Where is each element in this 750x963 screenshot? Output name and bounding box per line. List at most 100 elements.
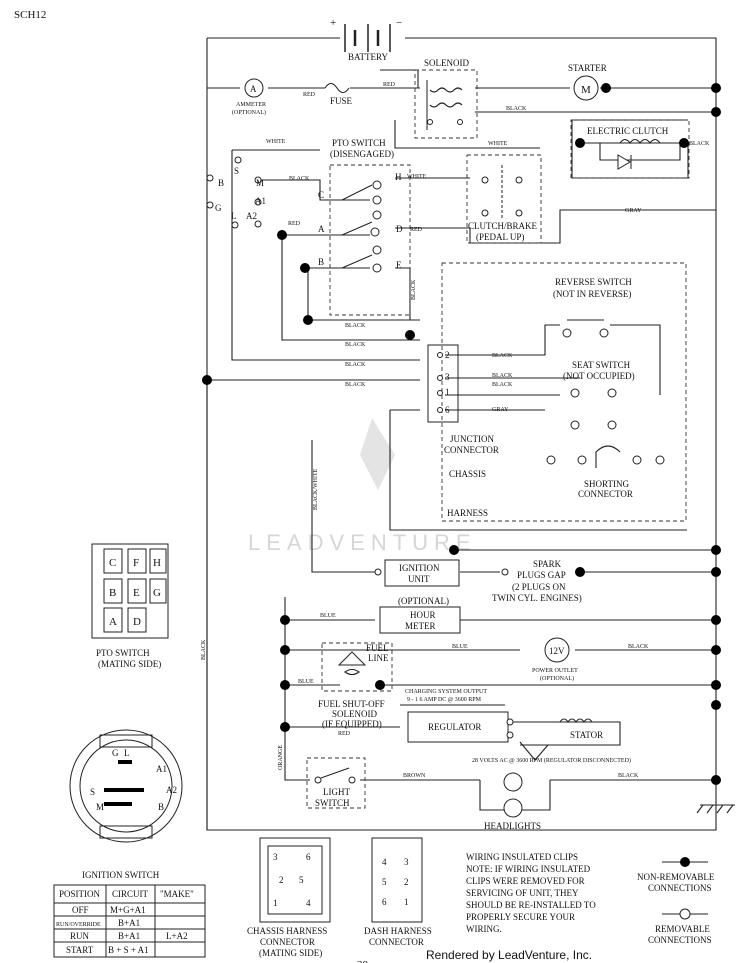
chassis-pin-6: 6	[306, 852, 311, 862]
pto-pin-h: H	[395, 172, 402, 182]
pto-switch-state: (DISENGAGED)	[330, 149, 394, 159]
hour-meter: (OPTIONAL) HOUR METER	[379, 596, 461, 634]
power-outlet-optional: (OPTIONAL)	[540, 675, 574, 682]
wire-blue-2: BLUE	[452, 644, 468, 650]
table-row-override-circ: B+A1	[118, 918, 140, 928]
clutch-brake-label: CLUTCH/BRAKE	[468, 221, 538, 231]
junction-pin-6: 6	[445, 405, 450, 415]
table-row-off-circ: M+G+A1	[110, 905, 146, 915]
legend-removable-1: REMOVABLE	[655, 924, 710, 934]
dash-pin-3: 3	[404, 857, 409, 867]
reverse-switch-label: REVERSE SWITCH	[555, 277, 632, 287]
ignition-unit-label2: UNIT	[408, 574, 430, 584]
wire-labels: RED RED BLACK WHITE BLACK WHITE WHITE BL…	[201, 82, 710, 779]
chassis-harness-label2: HARNESS	[447, 508, 488, 518]
note-line-2: NOTE: IF WIRING INSULATED	[466, 864, 591, 874]
electric-clutch-label: ELECTRIC CLUTCH	[587, 126, 669, 136]
wire-red-2: RED	[383, 82, 396, 88]
pto-conn-c: C	[109, 557, 116, 569]
wire-white-3: WHITE	[488, 141, 508, 147]
table-row-run-pos: RUN	[70, 931, 90, 941]
fuel-line-label2: LINE	[368, 653, 389, 663]
table-row-off-pos: OFF	[72, 905, 89, 915]
legend-nonremovable-2: CONNECTIONS	[648, 883, 712, 893]
reverse-switch-state: (NOT IN REVERSE)	[553, 289, 631, 299]
chassis-conn-title2: CONNECTOR	[260, 937, 315, 947]
pto-conn-subtitle: (MATING SIDE)	[98, 659, 161, 669]
pto-conn-g: G	[153, 587, 161, 599]
power-outlet-label: POWER OUTLET	[532, 668, 578, 674]
wire-gray-1: GRAY	[625, 208, 642, 214]
battery: + − BATTERY	[330, 17, 402, 62]
wire-red-1: RED	[303, 92, 316, 98]
wire-black-white: BLACK/WHITE	[313, 468, 319, 510]
seat-switch-state: (NOT OCCUPIED)	[563, 371, 635, 381]
junction-label: JUNCTION	[450, 434, 494, 444]
dash-conn-title: DASH HARNESS	[364, 926, 432, 936]
headlights: HEADLIGHTS	[484, 772, 541, 831]
wire-white-1: WHITE	[266, 139, 286, 145]
wire-gray-2: GRAY	[492, 407, 509, 413]
note-line-5: SHOULD BE RE-INSTALLED TO	[466, 900, 596, 910]
ign-pin-a1: A1	[255, 196, 266, 206]
wire-red-4: RED	[410, 227, 423, 233]
face-pin-s: S	[90, 787, 95, 797]
ign-pin-m: M	[256, 178, 264, 188]
battery-label: BATTERY	[348, 52, 389, 62]
ammeter-optional: (OPTIONAL)	[232, 109, 266, 116]
junction-pin-3: 3	[445, 372, 450, 382]
table-row-run-make: L+A2	[166, 931, 188, 941]
ign-pin-l: L	[231, 211, 237, 221]
chassis-harness-connector: 3 6 2 5 1 4 CHASSIS HARNESS CONNECTOR (M…	[247, 837, 331, 958]
fuel-line-label: FUEL	[366, 643, 389, 653]
main-wiring	[206, 37, 717, 831]
battery-plus: +	[330, 17, 336, 29]
junction-pin-1: 1	[445, 387, 450, 397]
wire-black-2: BLACK	[289, 176, 310, 182]
note-line-7: WIRING.	[466, 924, 502, 934]
ignition-unit: IGNITION UNIT	[374, 559, 509, 587]
electric-clutch: ELECTRIC CLUTCH	[570, 119, 690, 179]
wire-black-1: BLACK	[506, 106, 527, 112]
spark-line-1: SPARK	[533, 559, 562, 569]
spark-line-4: TWIN CYL. ENGINES)	[492, 593, 582, 603]
pto-mating-connector: C F H B E G A D PTO SWITCH (MATING SIDE)	[91, 543, 169, 669]
wire-black-7: BLACK	[345, 382, 366, 388]
legend-removable-2: CONNECTIONS	[648, 935, 712, 945]
regulator: CHARGING SYSTEM OUTPUT 9 - 1 6 AMP DC @ …	[405, 689, 514, 743]
face-pin-b: B	[158, 802, 164, 812]
pto-conn-title: PTO SWITCH	[96, 648, 150, 658]
wire-black-5: BLACK	[345, 342, 366, 348]
dash-pin-5: 5	[382, 877, 387, 887]
page-number: 28	[357, 959, 369, 963]
wire-black-12: BLACK	[618, 773, 639, 779]
headlights-label: HEADLIGHTS	[484, 821, 541, 831]
spark-plugs: SPARK PLUGS GAP (2 PLUGS ON TWIN CYL. EN…	[492, 559, 582, 603]
dash-pin-4: 4	[382, 857, 387, 867]
table-row-start-circ: B + S + A1	[108, 945, 149, 955]
legend: NON-REMOVABLE CONNECTIONS REMOVABLE CONN…	[637, 857, 715, 945]
pto-pin-b: B	[318, 257, 324, 267]
dash-harness-connector: 4 3 5 2 6 1 DASH HARNESS CONNECTOR	[364, 837, 432, 947]
credit-text: Rendered by LeadVenture, Inc.	[426, 948, 592, 962]
note-line-3: CLIPS WERE REMOVED FOR	[466, 876, 585, 886]
pto-conn-h: H	[153, 557, 161, 569]
seat-switch-label: SEAT SWITCH	[572, 360, 631, 370]
fuel-solenoid-line-1: FUEL SHUT-OFF	[318, 699, 385, 709]
starter-label: STARTER	[568, 63, 607, 73]
chassis-conn-title: CHASSIS HARNESS	[247, 926, 327, 936]
charging-output: CHARGING SYSTEM OUTPUT	[405, 689, 487, 695]
table-header-circuit: CIRCUIT	[112, 889, 149, 899]
junction-pin-2: 2	[445, 350, 450, 360]
wire-black-pto: BLACK	[411, 279, 417, 300]
fuse-label: FUSE	[330, 96, 353, 106]
pto-pin-c: C	[318, 190, 324, 200]
light-switch: LIGHT SWITCH	[306, 757, 366, 809]
wire-black-vertical: BLACK	[201, 639, 207, 660]
table-row-start-pos: START	[66, 945, 94, 955]
legend-nonremovable-1: NON-REMOVABLE	[637, 872, 715, 882]
ammeter-label: AMMETER	[236, 102, 266, 108]
starter: M STARTER	[568, 63, 607, 101]
wire-black-9: BLACK	[492, 373, 513, 379]
hour-meter-optional: (OPTIONAL)	[398, 596, 449, 606]
